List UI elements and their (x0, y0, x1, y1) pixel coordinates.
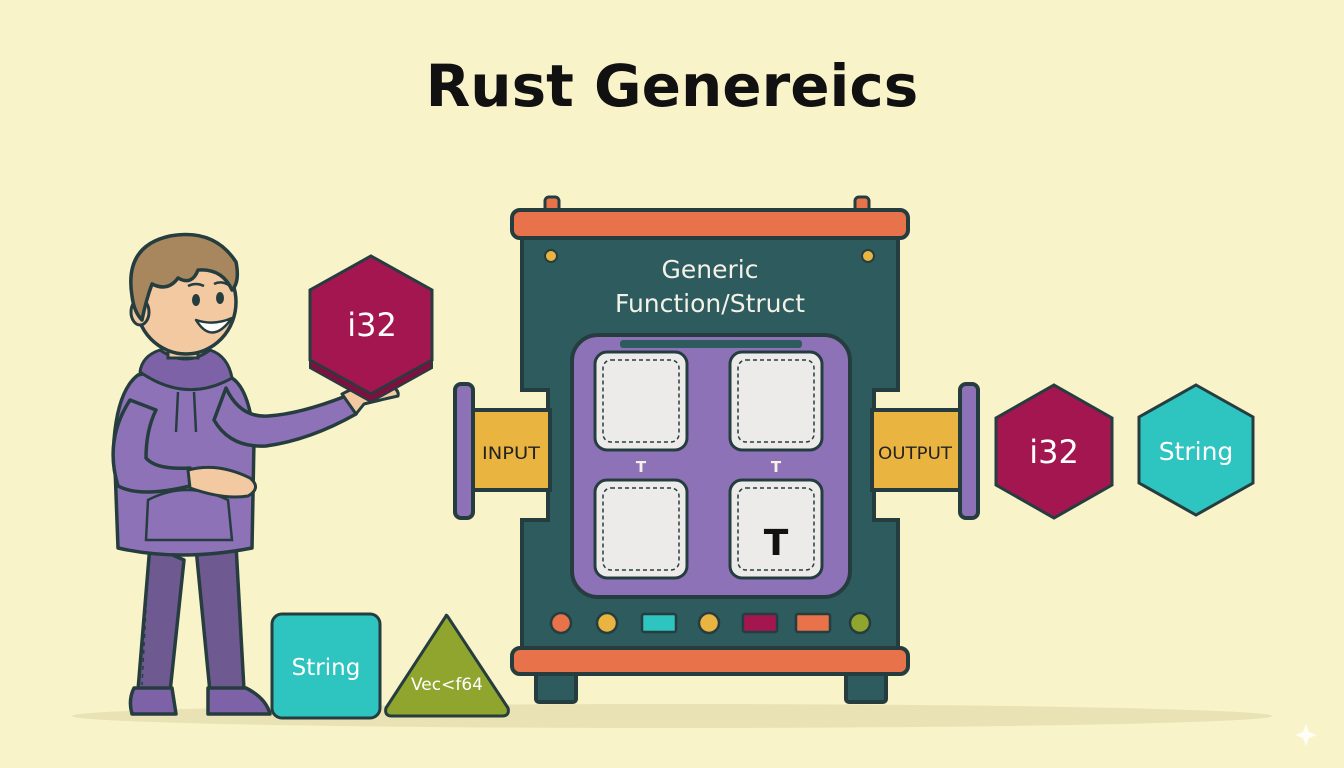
slot-type-value: T (764, 523, 789, 564)
machine-label-line2: Function/Struct (615, 289, 805, 318)
output-shape-label: String (1159, 437, 1234, 466)
slot-label: T (771, 458, 782, 476)
machine-bolt (861, 249, 875, 263)
page-title: Rust Genereics (425, 52, 919, 120)
inner-panel-clip (620, 340, 802, 348)
input-triangle-vec: Vec<f64 (384, 613, 510, 718)
type-slot (593, 350, 689, 452)
type-slot (593, 478, 689, 580)
machine-bolt (544, 249, 558, 263)
output-shape-label: i32 (1029, 433, 1079, 471)
input-pipe: INPUT (453, 382, 552, 520)
output-hexagon-i32: i32 (994, 383, 1114, 520)
machine-bottom-rail (510, 646, 910, 676)
output-pipe: OUTPUT (870, 382, 980, 520)
held-shape-label: i32 (347, 306, 397, 344)
machine-label-line1: Generic (662, 255, 759, 284)
input-square-string: String (270, 612, 382, 720)
output-hexagon-string: String (1137, 383, 1255, 517)
input-shape-label: Vec<f64 (411, 675, 483, 695)
held-hexagon-i32: i32 (308, 254, 434, 404)
machine-top-rail (510, 208, 910, 240)
type-slot-filled (728, 478, 824, 580)
sparkle-icon (1295, 724, 1317, 746)
slot-label: T (636, 458, 647, 476)
type-slot (728, 350, 824, 452)
indicator-lights (549, 611, 872, 635)
generic-machine: Generic Function/Struct T (510, 195, 910, 704)
output-label: OUTPUT (878, 444, 953, 464)
developer-character (111, 232, 400, 716)
input-shape-label: String (292, 655, 361, 681)
input-label: INPUT (482, 444, 541, 464)
